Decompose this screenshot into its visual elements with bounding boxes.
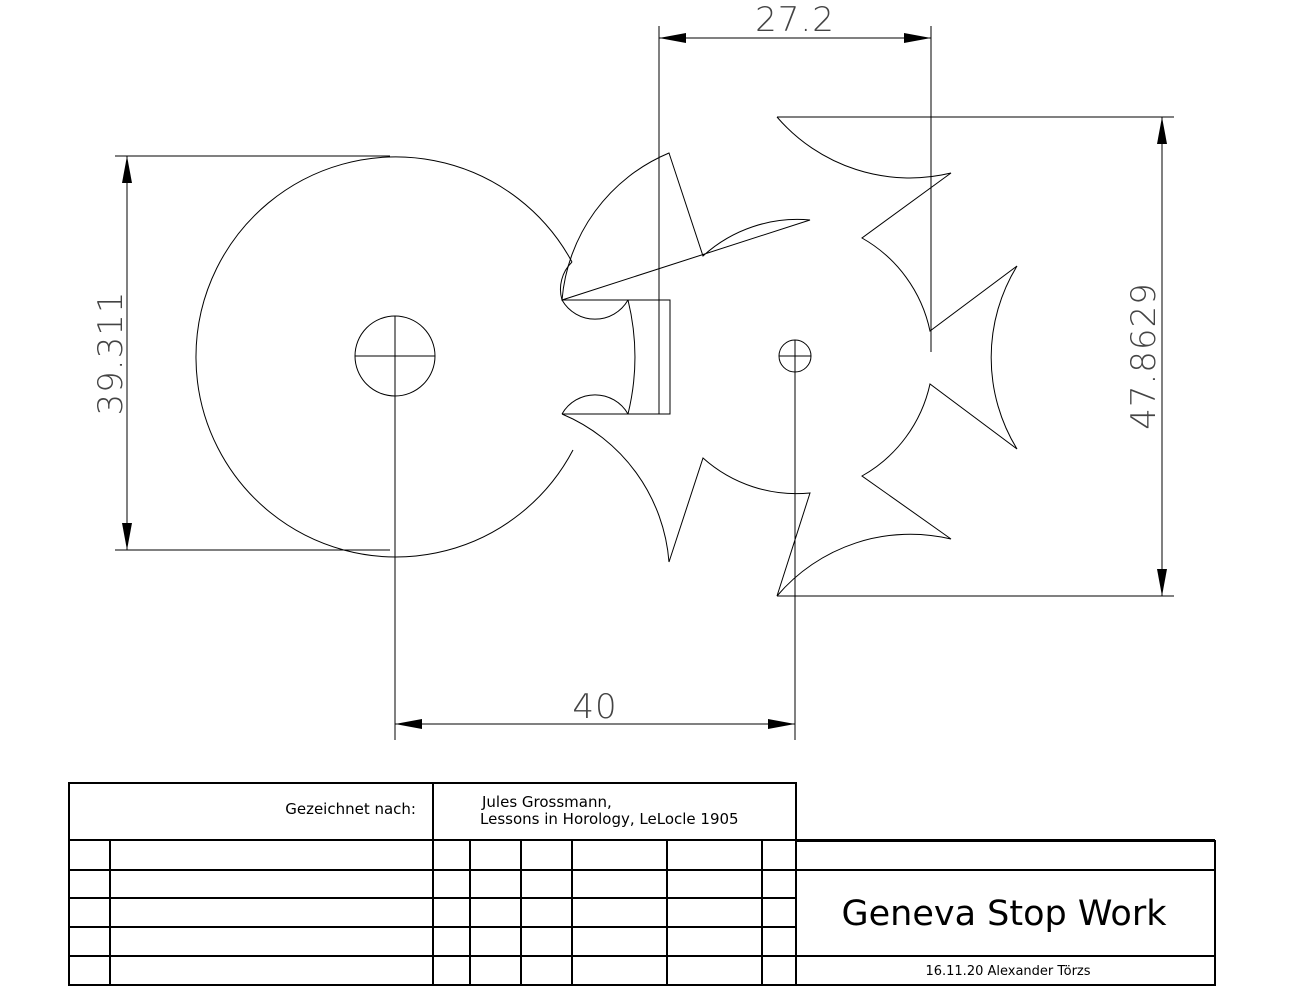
driving-wheel-outline (195, 156, 574, 558)
dimension-top-width: 27.2 (658, 0, 932, 414)
dimension-center-distance-label: 40 (572, 687, 617, 727)
dimension-left-diameter-label: 39.311 (91, 291, 131, 416)
geneva-wheel (561, 116, 1018, 740)
drawing-title: Geneva Stop Work (842, 894, 1168, 934)
dimension-center-distance: 40 (395, 687, 795, 729)
dimension-right-height-label: 47.8629 (1124, 282, 1164, 430)
source-line-1: Jules Grossmann, (481, 793, 612, 811)
dimension-top-width-label: 27.2 (755, 0, 835, 40)
dimension-left-diameter: 39.311 (91, 155, 390, 551)
drawn-after-label: Gezeichnet nach: (285, 800, 416, 818)
title-block: Gezeichnet nach: Jules Grossmann, Lesson… (68, 782, 1216, 986)
dimension-right-height: 47.8629 (777, 116, 1174, 597)
driving-wheel (195, 156, 671, 740)
driving-finger (559, 261, 671, 415)
date-author: 16.11.20 Alexander Törzs (925, 964, 1090, 979)
source-line-2: Lessons in Horology, LeLocle 1905 (480, 810, 739, 828)
